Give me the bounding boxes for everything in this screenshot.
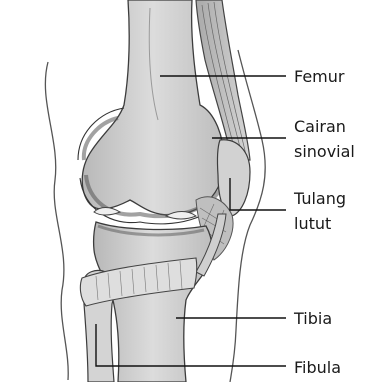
label-fibula: Fibula — [294, 358, 341, 377]
leg-outline-back — [45, 62, 68, 380]
label-cairan-line1: Cairan — [294, 117, 346, 136]
label-tibia: Tibia — [293, 309, 332, 328]
label-femur: Femur — [294, 67, 345, 86]
label-tulang-line1: Tulang — [293, 189, 346, 208]
meniscus — [94, 208, 120, 216]
label-tulang-line2: lutut — [294, 214, 331, 233]
label-cairan-line2: sinovial — [294, 142, 355, 161]
